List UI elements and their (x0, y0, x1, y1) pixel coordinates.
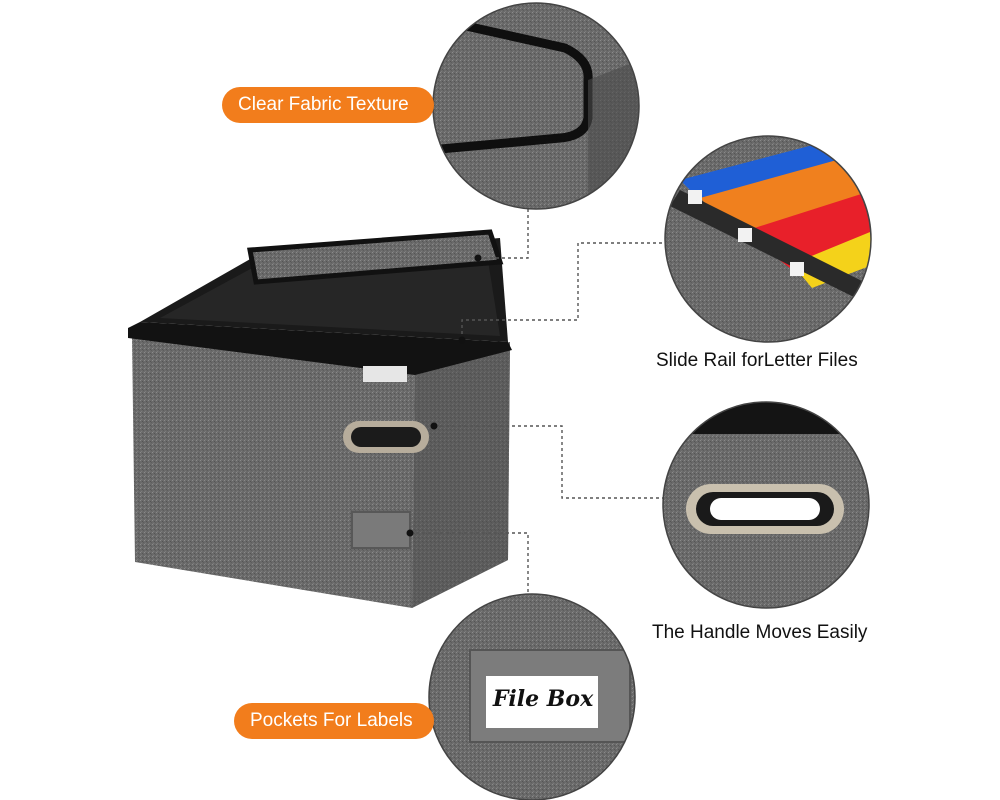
label-slide-rail: Slide Rail forLetter Files (656, 350, 858, 371)
label-pocket-detail-circle (428, 593, 636, 800)
label-card-text: File Box (492, 686, 594, 712)
connector-lines (410, 208, 666, 596)
label-handle-moves: The Handle Moves Easily (652, 622, 868, 643)
label-clear-fabric-texture: Clear Fabric Texture (222, 87, 434, 123)
file-box-icon (128, 229, 512, 608)
handle-icon (343, 421, 429, 453)
label-pockets-for-labels: Pockets For Labels (234, 703, 434, 739)
slide-rail-icon (664, 135, 872, 343)
fabric-detail-circle (432, 2, 640, 210)
label-pocket-icon (351, 511, 411, 549)
handle-detail-circle (662, 401, 870, 609)
tag-icon (363, 366, 407, 382)
